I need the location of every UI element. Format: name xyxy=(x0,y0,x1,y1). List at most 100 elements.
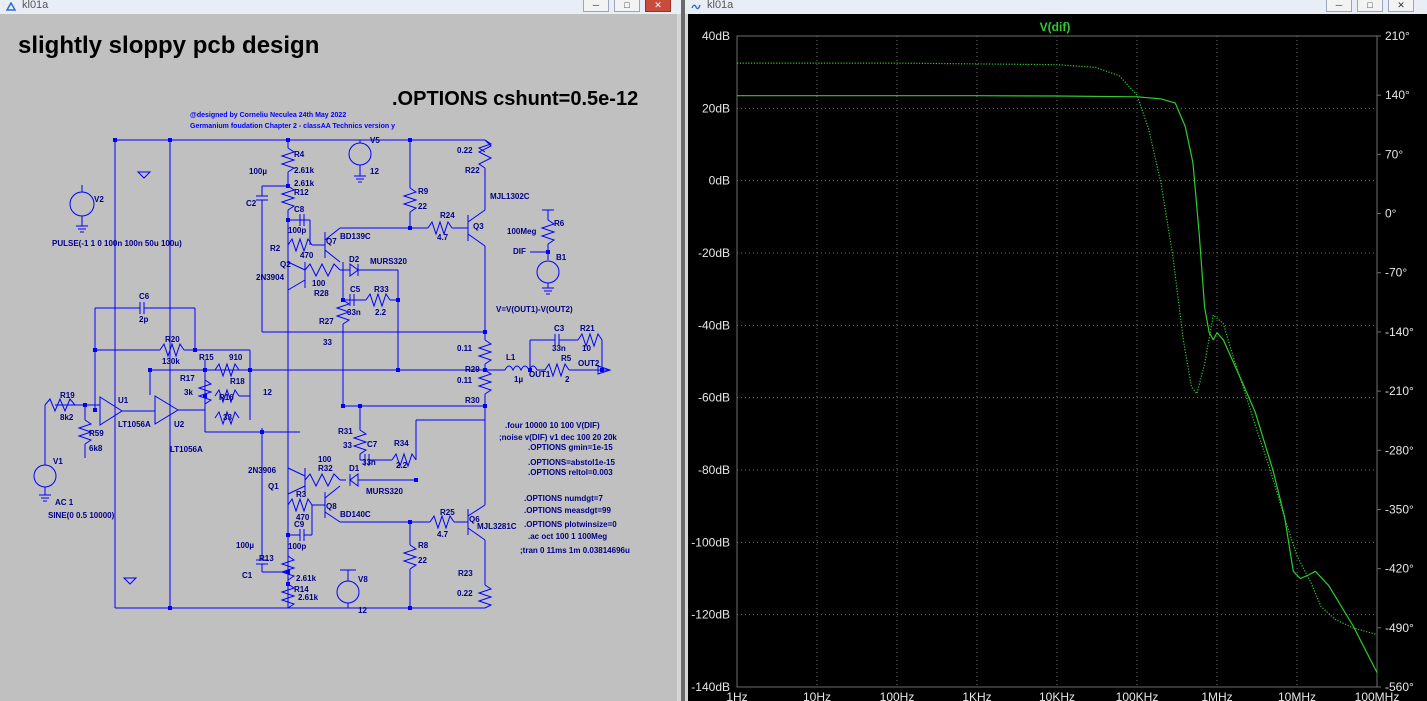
schematic-window-title: kl01a xyxy=(22,0,49,11)
label-r59-value: 6k8 xyxy=(89,444,103,453)
x-tick-label: 100Hz xyxy=(880,690,915,701)
label-r8: R8 xyxy=(418,541,429,550)
label-c1: C1 xyxy=(242,571,253,580)
bode-plot[interactable]: V(dif) 40dB20dB0dB-20dB-40dB-60dB-80dB-1… xyxy=(685,0,1427,701)
y-tick-label-right: 140° xyxy=(1385,88,1410,102)
label-2n3904: 2N3904 xyxy=(256,273,285,282)
label-q3: Q3 xyxy=(473,222,484,231)
directive-gmin: .OPTIONS gmin=1e-15 xyxy=(528,443,613,452)
y-tick-label-left: -100dB xyxy=(691,535,730,549)
label-r33: R33 xyxy=(374,285,389,294)
label-r17: R17 xyxy=(180,374,195,383)
label-r25: R25 xyxy=(440,508,455,517)
plot-maximize-button[interactable]: □ xyxy=(1357,0,1383,12)
schematic-canvas[interactable] xyxy=(0,14,681,701)
y-tick-label-right: 0° xyxy=(1385,207,1397,221)
plot-border xyxy=(736,35,1378,688)
x-tick-label: 1KHz xyxy=(962,690,991,701)
label-r12-value: 2.61k xyxy=(294,179,315,188)
label-bd140: BD140C xyxy=(340,510,371,519)
label-lt1056a-u1: LT1056A xyxy=(118,420,151,429)
y-tick-label-left: 20dB xyxy=(702,101,730,115)
y-tick-label-right: -210° xyxy=(1385,384,1414,398)
directive-abstol: .OPTIONS=abstol1e-15 xyxy=(528,458,615,467)
label-mjl3281c: MJL3281C xyxy=(477,522,517,531)
y-tick-label-right: 210° xyxy=(1385,29,1410,43)
label-r4: R4 xyxy=(294,150,305,159)
label-r5-value: 2 xyxy=(565,375,570,384)
minimize-button[interactable]: ─ xyxy=(583,0,609,12)
y-tick-label-left: -20dB xyxy=(698,246,730,260)
label-v5: V5 xyxy=(370,136,380,145)
label-v5-value: 12 xyxy=(370,167,379,176)
label-r13-value: 2.61k xyxy=(296,574,317,583)
wires xyxy=(33,139,612,609)
label-r8-value: 22 xyxy=(418,556,427,565)
label-r20: R20 xyxy=(165,335,180,344)
label-r27-value: 33 xyxy=(323,338,332,347)
directive-four: .four 10000 10 100 V(DIF) xyxy=(505,421,600,430)
label-q6: Q6 xyxy=(469,515,480,524)
label-v8-value: 12 xyxy=(358,606,367,615)
label-v2: V2 xyxy=(94,195,104,204)
y-tick-label-right: 70° xyxy=(1385,147,1403,161)
label-u1: U1 xyxy=(118,396,129,405)
y-tick-label-right: -70° xyxy=(1385,266,1407,280)
app-icon xyxy=(6,2,16,11)
label-r2-value: 470 xyxy=(300,251,314,260)
label-c7: C7 xyxy=(367,440,378,449)
y-tick-label-right: -490° xyxy=(1385,621,1414,635)
label-r28-value: 100 xyxy=(312,279,326,288)
label-r34-value: 2.2 xyxy=(396,461,408,470)
phase-trace xyxy=(737,62,1378,636)
label-l1: L1 xyxy=(506,353,516,362)
label-r15: R15 xyxy=(199,353,214,362)
plot-minimize-button[interactable]: ─ xyxy=(1326,0,1352,12)
label-r16-value: 33 xyxy=(223,413,232,422)
close-button[interactable]: ✕ xyxy=(645,0,671,12)
trace-title: V(dif) xyxy=(1040,20,1071,34)
label-c6: C6 xyxy=(139,292,150,301)
label-r14-value: 2.61k xyxy=(298,593,319,602)
waveform-app-icon xyxy=(691,4,701,10)
y-tick-label-left: 40dB xyxy=(702,29,730,43)
label-ac1: AC 1 xyxy=(55,498,74,507)
directive-reltol: .OPTIONS reltol=0.003 xyxy=(528,468,613,477)
plot-close-button[interactable]: ✕ xyxy=(1388,0,1414,12)
label-r19: R19 xyxy=(60,391,75,400)
magnitude-trace xyxy=(737,95,1378,673)
directive-numdgt: .OPTIONS numdgt=7 xyxy=(524,494,603,503)
x-tick-label: 10KHz xyxy=(1039,690,1075,701)
maximize-button[interactable]: □ xyxy=(614,0,640,12)
label-v1: V1 xyxy=(53,457,63,466)
x-tick-label: 1MHz xyxy=(1201,690,1232,701)
plot-pane[interactable] xyxy=(685,14,1427,701)
label-r12: R12 xyxy=(294,188,309,197)
label-r23: R23 xyxy=(458,569,473,578)
label-r25-value: 4.7 xyxy=(437,530,449,539)
label-out2: OUT2 xyxy=(578,359,600,368)
schematic-drawing[interactable]: @designed by Corneliu Neculea 24th May 2… xyxy=(0,0,681,701)
label-r6-value: 100Meg xyxy=(507,227,536,236)
plot-titlebar[interactable]: kl01a ─ □ ✕ xyxy=(685,0,1427,15)
label-c5: C5 xyxy=(350,285,361,294)
label-c8: C8 xyxy=(294,205,305,214)
label-r29-upper-value: 0.11 xyxy=(457,344,473,353)
label-q7: Q7 xyxy=(326,237,337,246)
y-tick-label-left: -140dB xyxy=(691,680,730,694)
y-tick-label-right: -350° xyxy=(1385,502,1414,516)
label-r18: R18 xyxy=(230,377,245,386)
label-r59: R59 xyxy=(89,429,104,438)
x-tick-label: 1Hz xyxy=(726,690,747,701)
label-r3-value: 470 xyxy=(296,513,310,522)
label-r4-value: 2.61k xyxy=(294,166,315,175)
label-r9: R9 xyxy=(418,187,429,196)
label-r24: R24 xyxy=(440,211,455,220)
label-r9-value: 22 xyxy=(418,202,427,211)
plot-traces xyxy=(737,62,1378,673)
label-r13: R13 xyxy=(259,554,274,563)
y-tick-label-left: -60dB xyxy=(698,391,730,405)
label-bd139: BD139C xyxy=(340,232,371,241)
schematic-window[interactable]: kl01a ─ □ ✕ slightly sloppy pcb design .… xyxy=(0,0,681,701)
